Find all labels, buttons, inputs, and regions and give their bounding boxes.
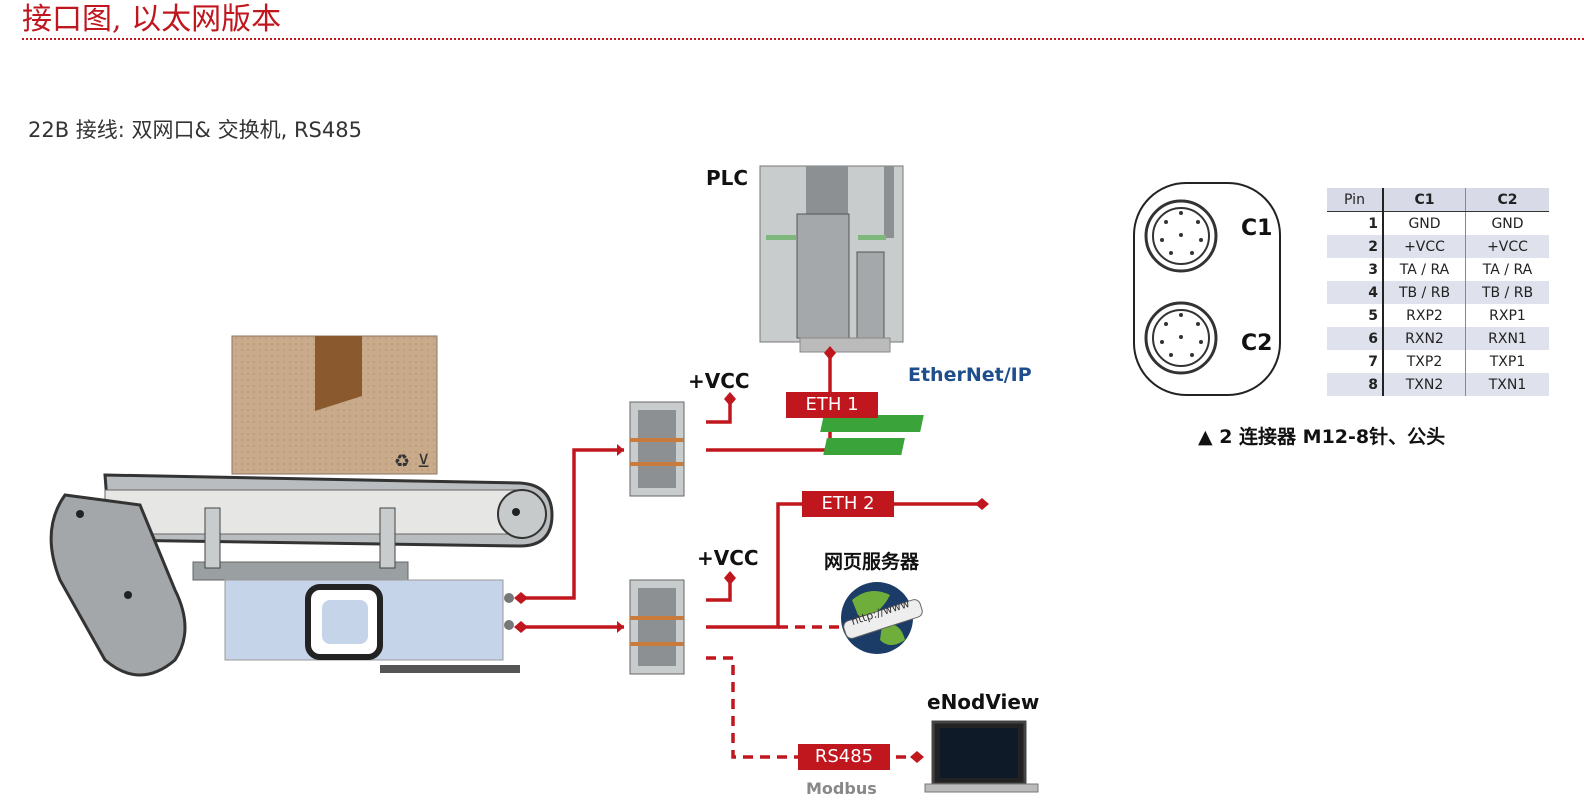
enodview-label: eNodView — [927, 690, 1040, 714]
title-divider — [22, 38, 1584, 40]
pin-table-header: Pin C1 C2 — [1327, 188, 1549, 212]
m12-connector-image — [1133, 182, 1281, 396]
cardboard-box: ♻ ⊻ — [231, 335, 438, 475]
svg-text:♻: ♻ — [394, 451, 410, 472]
plc-device — [759, 165, 904, 353]
connector-caption: ▲ 2 连接器 M12-8针、公头 — [1198, 426, 1446, 448]
eth2-tag: ETH 2 — [802, 491, 894, 517]
vcc-bottom-label: +VCC — [697, 546, 759, 570]
wire-end-markers — [514, 346, 989, 763]
web-server-label: 网页服务器 — [824, 551, 920, 573]
modbus-label: Modbus — [806, 779, 877, 798]
ethernetip-logo: EtherNet/IP — [908, 364, 1032, 386]
conveyor-illustration — [49, 473, 554, 677]
globe-icon — [841, 582, 923, 654]
profinet-logo — [820, 415, 924, 455]
terminal-block-bottom — [629, 579, 685, 675]
svg-text:⊻: ⊻ — [417, 451, 430, 472]
pin-header: Pin — [1327, 188, 1384, 212]
connector-c1-label: C1 — [1241, 216, 1273, 241]
laptop-icon — [924, 720, 1039, 793]
c2-header: C2 — [1465, 188, 1549, 212]
plc-label: PLC — [706, 166, 749, 190]
table-row: 2+VCC+VCC — [1327, 235, 1549, 258]
enod-device — [224, 579, 520, 673]
rs485-tag: RS485 — [798, 744, 890, 770]
subtitle: 22B 接线: 双网口& 交换机, RS485 — [28, 118, 362, 142]
c1-header: C1 — [1383, 188, 1466, 212]
connector-c2-label: C2 — [1241, 331, 1273, 356]
page-title: 接口图, 以太网版本 — [22, 2, 282, 37]
terminal-block-top — [629, 401, 685, 497]
eth1-tag: ETH 1 — [786, 392, 878, 418]
vcc-top-label: +VCC — [688, 369, 750, 393]
